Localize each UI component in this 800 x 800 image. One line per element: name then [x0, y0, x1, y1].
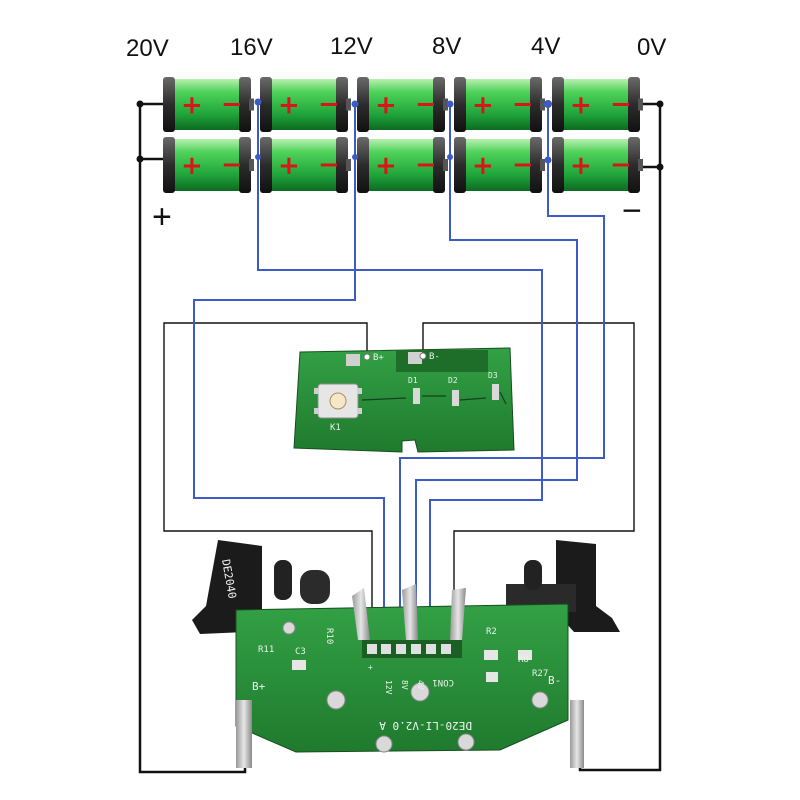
label-20v: 20V	[126, 35, 169, 62]
sense-wire-12v	[193, 104, 385, 650]
cell-plus-sign: +	[375, 91, 397, 121]
cell-minus-sign: −	[610, 150, 632, 180]
balance-connector-wires	[163, 322, 635, 650]
label-16v: 16V	[230, 34, 273, 61]
led-d2	[452, 390, 459, 406]
small-board-bminus: B-	[429, 352, 440, 362]
main-r8: R8	[518, 655, 529, 665]
small-board-k1: K1	[330, 423, 341, 433]
led-d1	[413, 388, 420, 404]
main-bminus: B-	[548, 674, 561, 687]
battery-cell: +−	[454, 77, 545, 132]
main-pin-plus: +	[368, 663, 373, 672]
label-12v: 12V	[330, 33, 373, 60]
main-con1: CON1	[432, 677, 454, 687]
sense-wire-4v	[399, 104, 605, 650]
pack-negative-label: −	[622, 192, 642, 230]
cell-plus-sign: +	[278, 91, 300, 121]
main-r11: R11	[258, 645, 274, 655]
main-pin-4v: 4V	[416, 680, 425, 690]
cell-minus-sign: −	[512, 90, 534, 120]
pack-positive-label: +	[152, 198, 172, 236]
cell-plus-sign: +	[375, 151, 397, 181]
terminal-dots	[136, 100, 664, 171]
sense-wire-16v	[257, 102, 543, 650]
b-plus-wire	[163, 322, 373, 650]
label-4v: 4V	[531, 33, 560, 60]
main-negative-wire	[578, 102, 662, 772]
small-board-d1: D1	[408, 376, 418, 385]
label-0v: 0V	[637, 34, 666, 61]
main-pin-8v: 8V	[400, 680, 409, 690]
cell-minus-sign: −	[318, 90, 340, 120]
small-board-d3: D3	[488, 371, 498, 380]
push-button-k1	[314, 383, 362, 419]
voltage-labels: 20V 16V 12V 8V 4V 0V	[126, 33, 666, 62]
battery-cell: +−	[552, 137, 643, 193]
battery-cell: +−	[357, 137, 448, 193]
cell-minus-sign: −	[221, 90, 243, 120]
main-marking: DE20-LI-V2.0 A	[379, 719, 472, 732]
small-board-d2: D2	[448, 376, 458, 385]
battery-cell: +−	[357, 77, 448, 132]
battery-cell: +−	[454, 137, 545, 193]
cell-minus-sign: −	[512, 150, 534, 180]
cell-plus-sign: +	[570, 151, 592, 181]
label-8v: 8V	[432, 33, 461, 60]
main-pin-12v: 12V	[384, 680, 393, 695]
cell-plus-sign: +	[472, 91, 494, 121]
junction-dots	[254, 98, 552, 164]
main-pcb-assembly: DE2040	[192, 540, 620, 768]
main-r10: R10	[324, 628, 334, 644]
main-bplus: B+	[252, 680, 266, 693]
main-r27: R27	[532, 669, 548, 679]
balance-pcb: B+ B- K1 D1 D2 D3	[293, 347, 515, 453]
cell-plus-sign: +	[181, 91, 203, 121]
led-d3	[492, 384, 499, 400]
battery-cell: +−	[552, 77, 643, 132]
main-c3: C3	[295, 647, 306, 657]
battery-cell: +−	[260, 77, 351, 132]
cell-plus-sign: +	[472, 151, 494, 181]
balance-header-pins	[362, 640, 462, 658]
sense-wire-8v	[415, 104, 578, 650]
main-r2: R2	[486, 627, 497, 637]
cell-minus-sign: −	[318, 150, 340, 180]
b-minus-wire	[422, 322, 635, 650]
cell-plus-sign: +	[181, 151, 203, 181]
battery-cell: +−	[163, 77, 254, 132]
cell-minus-sign: −	[415, 150, 437, 180]
cell-plus-sign: +	[278, 151, 300, 181]
sense-wires	[193, 102, 605, 650]
small-board-bplus: B+	[373, 353, 384, 363]
battery-cell: +−	[163, 137, 254, 193]
battery-pack: +−+−+−+−+−+−+−+−+−+−	[163, 77, 643, 193]
battery-cell: +−	[260, 137, 351, 193]
cell-minus-sign: −	[221, 150, 243, 180]
cell-minus-sign: −	[415, 90, 437, 120]
cell-minus-sign: −	[610, 90, 632, 120]
cell-plus-sign: +	[570, 91, 592, 121]
